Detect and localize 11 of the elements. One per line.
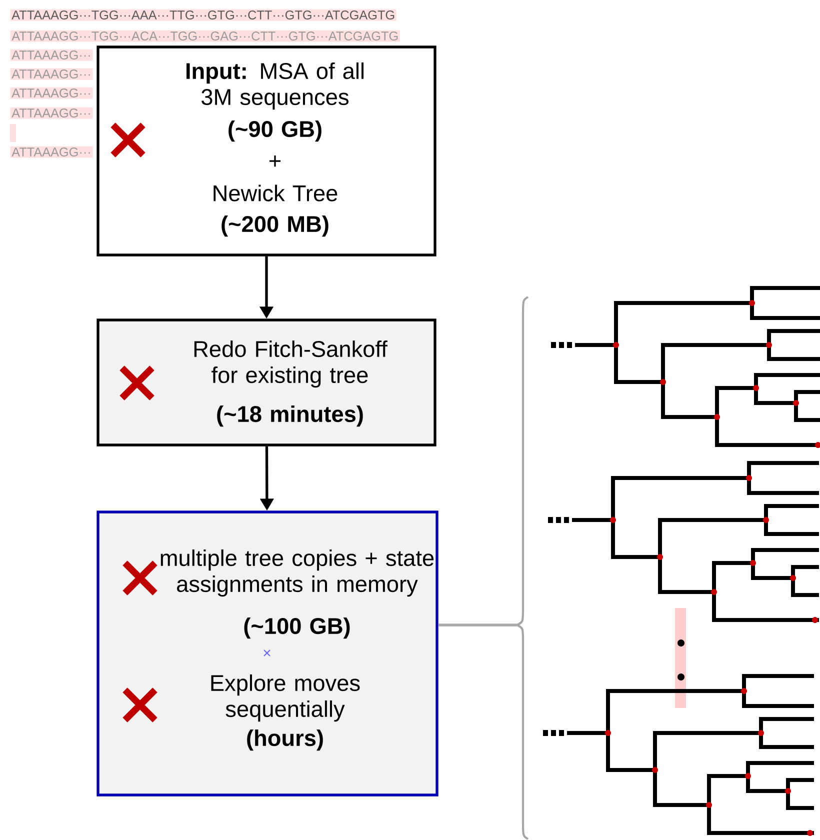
sequence-row: ATTAAAGG···: [10, 146, 93, 158]
sequence-row: ATTAAAGG···TGG···AAA···TTG···GTG···CTT···GTG···ATCGAGTG: [10, 9, 396, 21]
input-box: Input: MSA of all 3M sequences (~90 GB) + Newick Tree (~200 MB): [96, 46, 436, 256]
sequence-row: ATTAAAGG···: [10, 107, 93, 119]
sequence-row: ATTAAAGG···: [10, 49, 93, 61]
sequence-row: ATTAAAGG···TGG···ACA···TGG···GAG···CTT···GTG···ATCGAGTG: [10, 30, 400, 42]
sequence-row: ATTAAAGG···: [10, 68, 93, 80]
phylogenetic-trees-drawing: [516, 286, 820, 840]
sequence-row: ATTAAAGG···: [10, 87, 93, 99]
process-box: multiple tree copies + state assignments in memory (~100 GB) Explore moves sequentially (hours): [96, 510, 438, 796]
process-box: Redo Fitch-Sankoff for existing tree (~18 minutes): [96, 318, 436, 446]
